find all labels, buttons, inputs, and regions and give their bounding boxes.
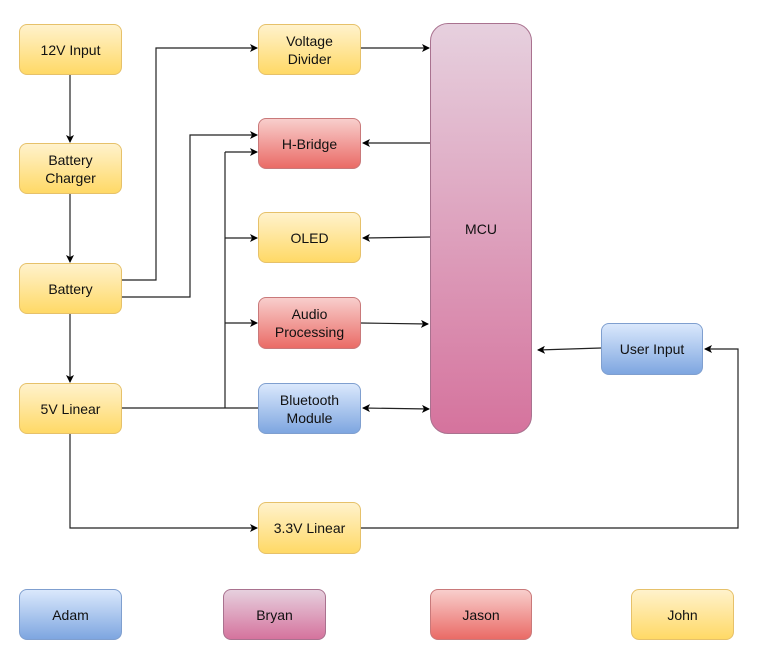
edge-5v-bus: [122, 152, 258, 409]
node-user-input[interactable]: User Input: [601, 323, 703, 375]
node-battery-charger[interactable]: Battery Charger: [19, 143, 122, 194]
node-oled[interactable]: OLED: [258, 212, 361, 263]
edge-battery-to-voltage-divider: [122, 44, 258, 281]
edge-bluetooth-mcu-bidirectional: [362, 404, 430, 413]
edge-mcu-to-oled: [362, 233, 431, 242]
node-audio-processing[interactable]: Audio Processing: [258, 297, 361, 349]
node-5v-linear[interactable]: 5V Linear: [19, 383, 122, 434]
node-mcu[interactable]: MCU: [430, 23, 532, 434]
legend-item-adam: Adam: [19, 589, 122, 640]
node-bluetooth-module[interactable]: Bluetooth Module: [258, 383, 361, 434]
node-12v-input[interactable]: 12V Input: [19, 24, 122, 75]
legend-item-john: John: [631, 589, 734, 640]
node-voltage-divider[interactable]: Voltage Divider: [258, 24, 361, 75]
legend-item-bryan: Bryan: [223, 589, 326, 640]
edge-battery-to-h-bridge: [122, 131, 258, 298]
edge-user-input-to-mcu: [537, 345, 602, 354]
edge-audio-to-mcu: [360, 319, 429, 328]
edge-3v3-to-user-input: [361, 345, 739, 529]
node-battery[interactable]: Battery: [19, 263, 122, 314]
node-3v3-linear[interactable]: 3.3V Linear: [258, 502, 361, 554]
edge-5v-to-3v3: [69, 434, 258, 532]
node-h-bridge[interactable]: H-Bridge: [258, 118, 361, 169]
legend-item-jason: Jason: [430, 589, 532, 640]
